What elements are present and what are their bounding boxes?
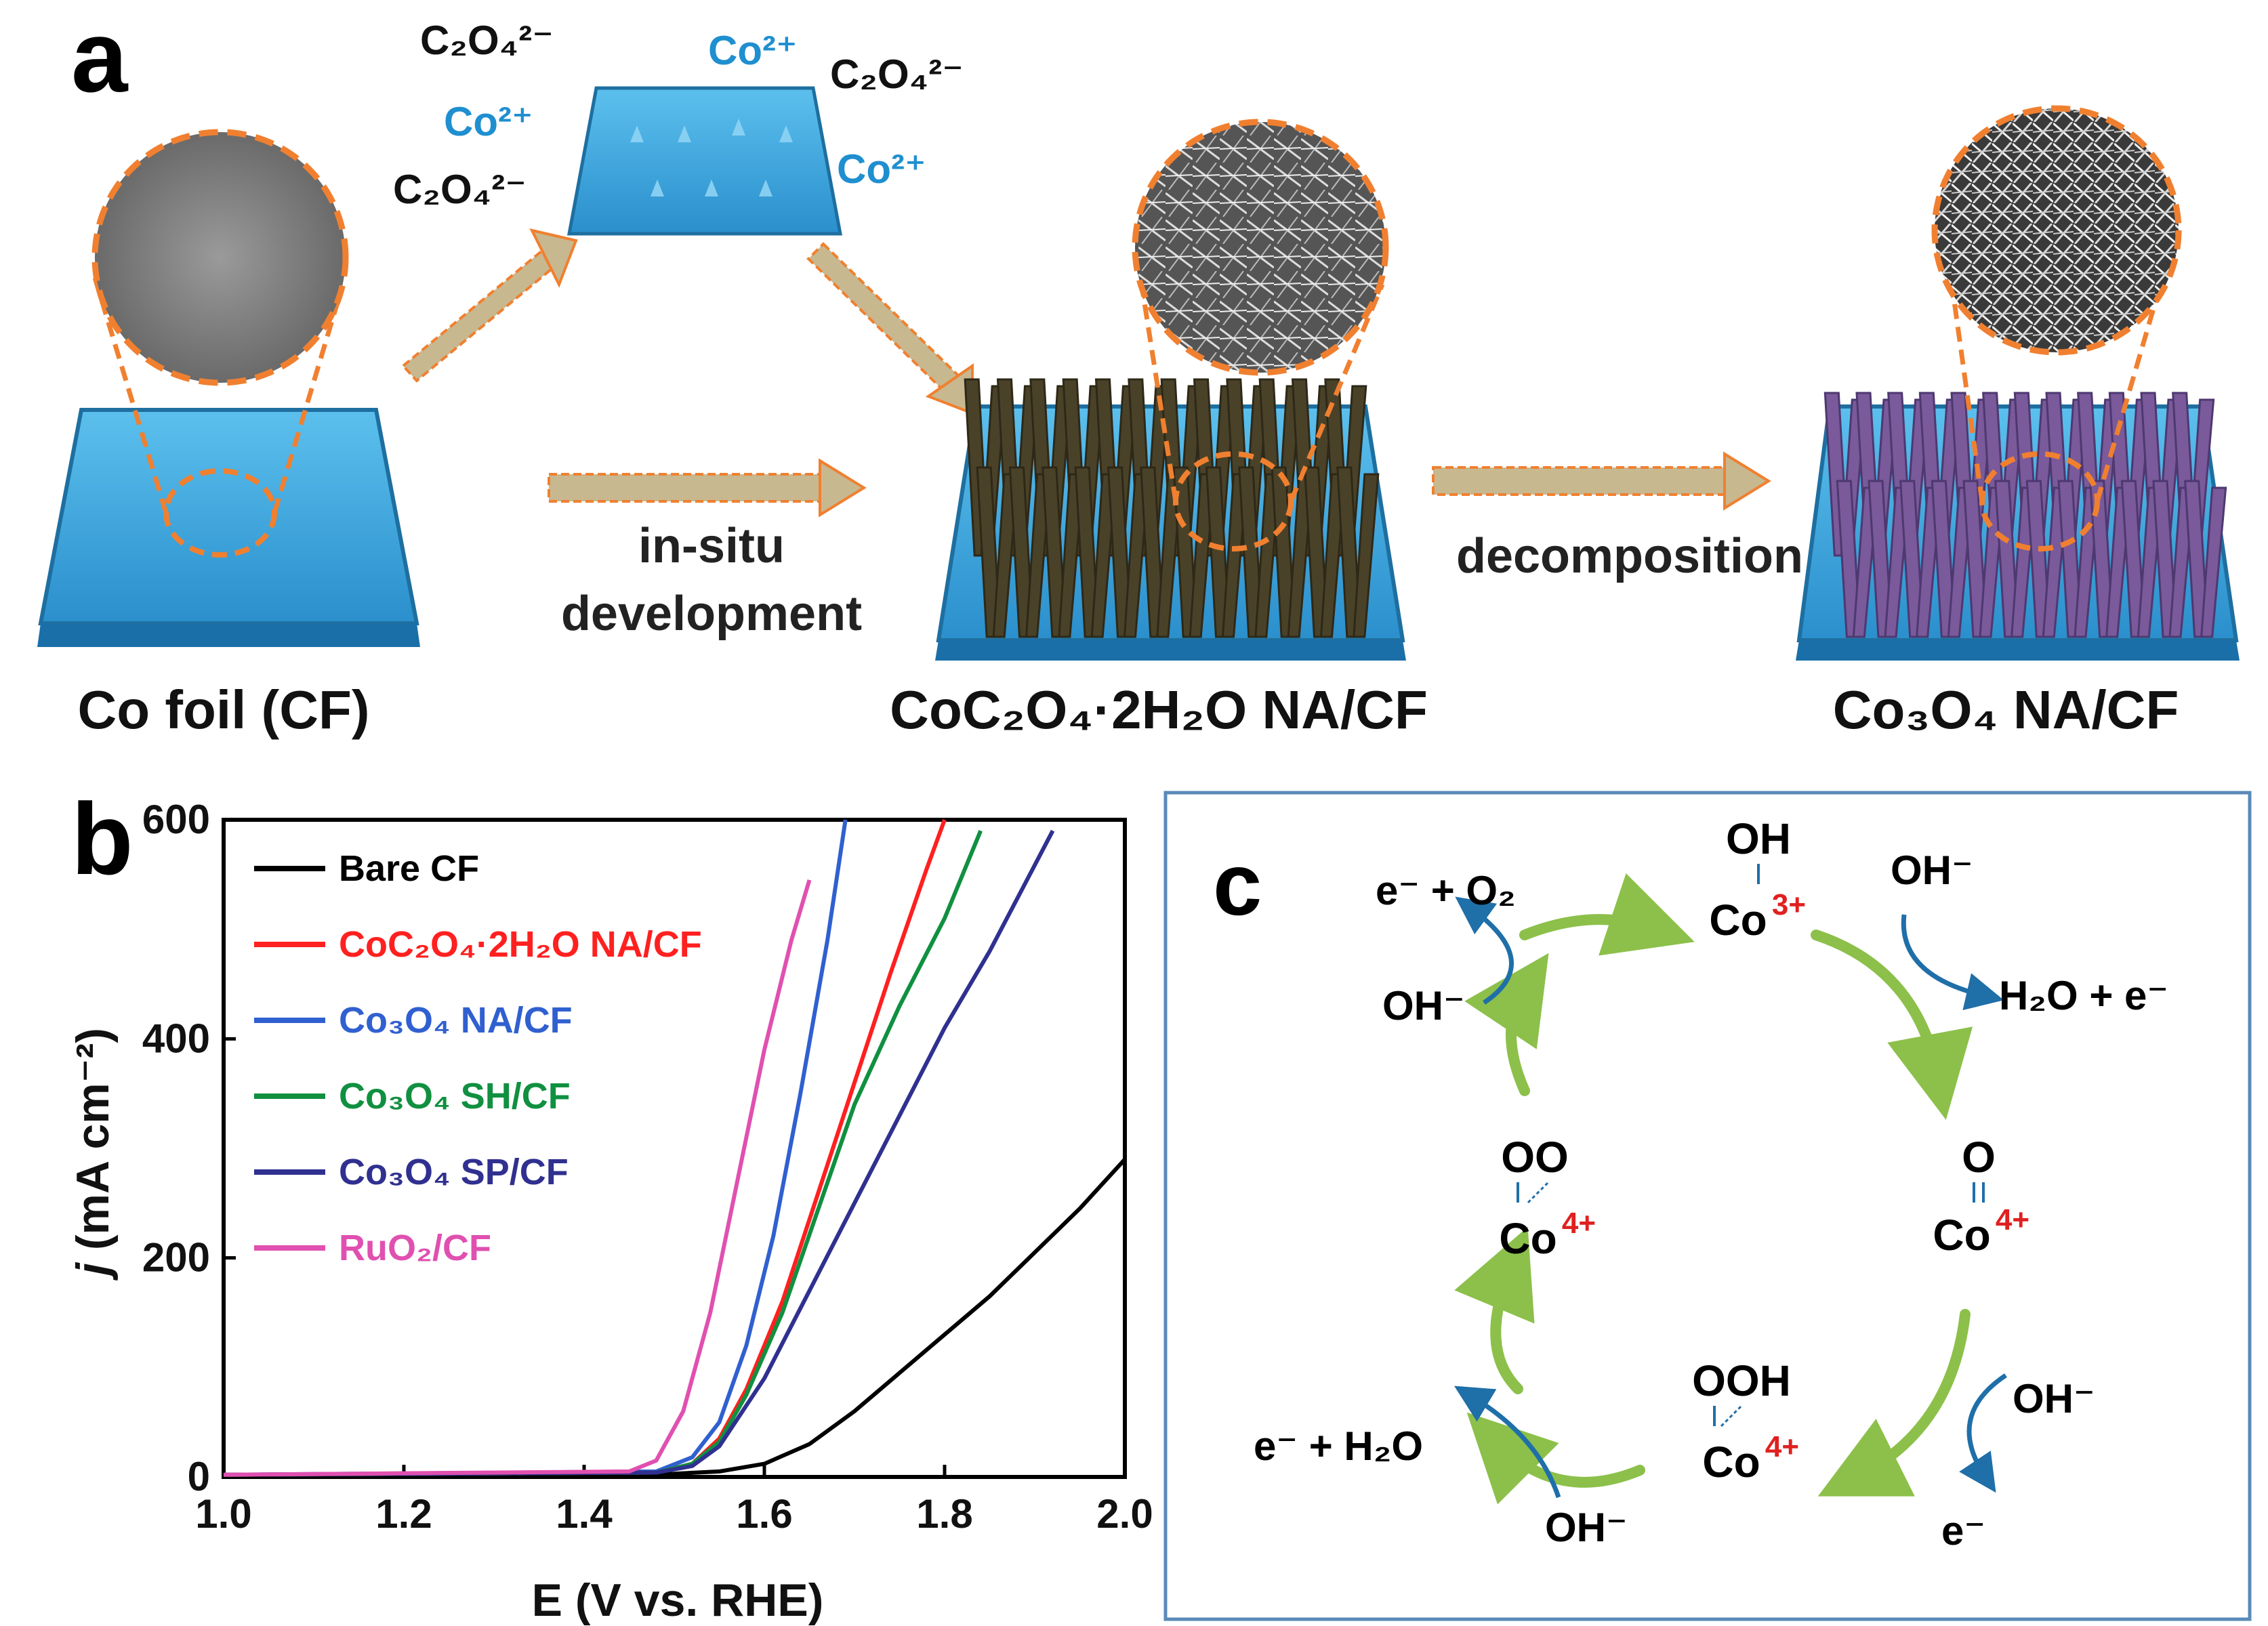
plot-frame bbox=[222, 818, 1127, 1479]
stage1-label: Co foil (CF) bbox=[78, 680, 370, 740]
y-tick-label: 400 bbox=[142, 1016, 210, 1061]
arrow-to-solution bbox=[401, 228, 578, 383]
y-tick-label: 600 bbox=[142, 797, 210, 842]
ion-cobalt-2: Co²⁺ bbox=[444, 99, 533, 144]
chart-curves bbox=[223, 818, 1127, 1477]
oxalate-nanoarray bbox=[935, 378, 1406, 661]
label-h2o-e: H₂O + e⁻ bbox=[1999, 973, 2168, 1018]
x-tick-label: 1.2 bbox=[375, 1491, 432, 1537]
svg-text:Co: Co bbox=[1499, 1214, 1556, 1263]
species-co3-oh: OH Co 3+ bbox=[1709, 814, 1806, 944]
legend-label: Bare CF bbox=[339, 848, 479, 889]
stage3-label: Co₃O₄ NA/CF bbox=[1833, 680, 2179, 740]
series-line bbox=[223, 819, 848, 1477]
svg-text:3+: 3+ bbox=[1772, 888, 1806, 921]
species-co4-oxo: O Co 4+ bbox=[1933, 1133, 2029, 1259]
oxide-nanoarray bbox=[1796, 392, 2240, 661]
label-e-minus: e⁻ bbox=[1941, 1508, 1985, 1554]
svg-text:Co: Co bbox=[1709, 896, 1767, 944]
x-tick-label: 1.4 bbox=[556, 1491, 613, 1537]
arrow-in-situ bbox=[548, 458, 867, 518]
legend-label: RuO₂/CF bbox=[339, 1228, 491, 1268]
species-co4-ooh: OOH Co 4+ bbox=[1692, 1356, 1799, 1486]
step2-text: decomposition bbox=[1456, 529, 1803, 583]
svg-text:Co: Co bbox=[1933, 1211, 1990, 1259]
legend-label: Co₃O₄ SP/CF bbox=[339, 1152, 569, 1192]
ion-cobalt-3: Co²⁺ bbox=[837, 146, 926, 192]
label-oh-top-right: OH⁻ bbox=[1891, 848, 1973, 893]
nanorod bbox=[1353, 473, 1380, 638]
nanorod bbox=[2200, 486, 2227, 638]
panel-a-label: a bbox=[71, 0, 129, 113]
side-reaction-arrows bbox=[1453, 896, 2007, 1499]
y-tick-label: 0 bbox=[188, 1454, 210, 1499]
legend-label: CoC₂O₄·2H₂O NA/CF bbox=[339, 924, 702, 965]
y-tick-label: 200 bbox=[142, 1235, 210, 1280]
axis-ticks: 1.0 1.2 1.4 1.6 1.8 2.0 0 200 400 600 bbox=[142, 797, 1153, 1537]
label-oh-bottom: OH⁻ bbox=[1545, 1505, 1628, 1550]
x-axis-label: E (V vs. RHE) bbox=[532, 1575, 824, 1626]
species-co4-peroxo: OO Co 4+ bbox=[1499, 1133, 1596, 1263]
series-line bbox=[223, 829, 1055, 1477]
solution-trough bbox=[566, 86, 843, 236]
svg-text:4+: 4+ bbox=[1765, 1430, 1799, 1463]
series-line bbox=[223, 1158, 1127, 1477]
series-line bbox=[223, 818, 947, 1477]
label-oh-left: OH⁻ bbox=[1382, 983, 1465, 1028]
sem-zoom-co-foil bbox=[91, 129, 349, 514]
catalytic-cycle-arrows bbox=[1454, 873, 1973, 1505]
step1-text-line1: in-situ bbox=[638, 519, 785, 573]
label-oh-bottom-right: OH⁻ bbox=[2013, 1376, 2095, 1421]
panel-b-label: b bbox=[71, 782, 133, 896]
arrow-to-nanoarray bbox=[806, 242, 974, 415]
svg-text:4+: 4+ bbox=[1562, 1207, 1596, 1240]
chart-legend: Bare CF CoC₂O₄·2H₂O NA/CF Co₃O₄ NA/CF Co₃O₄… bbox=[254, 848, 702, 1268]
panel-c-frame bbox=[1163, 791, 2252, 1621]
svg-text:OOH: OOH bbox=[1692, 1356, 1791, 1405]
x-tick-label: 2.0 bbox=[1096, 1491, 1153, 1537]
y-axis-label: j (mA cm⁻²) bbox=[67, 1028, 119, 1281]
step1-text-line2: development bbox=[561, 587, 862, 641]
legend-label: Co₃O₄ NA/CF bbox=[339, 1000, 573, 1041]
legend-label: Co₃O₄ SH/CF bbox=[339, 1076, 571, 1117]
arrow-decomposition bbox=[1432, 451, 1771, 511]
svg-text:O: O bbox=[1962, 1133, 1996, 1182]
ion-cobalt-1: Co²⁺ bbox=[708, 28, 798, 73]
sem-zoom-oxalate bbox=[1132, 119, 1389, 503]
svg-text:OO: OO bbox=[1501, 1133, 1569, 1182]
x-tick-label: 1.0 bbox=[195, 1491, 251, 1537]
ion-oxalate-3: C₂O₄²⁻ bbox=[393, 167, 527, 212]
svg-text:4+: 4+ bbox=[1996, 1203, 2029, 1236]
svg-text:Co: Co bbox=[1702, 1438, 1760, 1486]
stage2-label: CoC₂O₄·2H₂O NA/CF bbox=[890, 680, 1428, 740]
ion-oxalate-1: C₂O₄²⁻ bbox=[420, 18, 554, 63]
series-line bbox=[223, 879, 812, 1477]
label-e-o2: e⁻ + O₂ bbox=[1376, 868, 1516, 913]
ion-oxalate-2: C₂O₄²⁻ bbox=[830, 51, 964, 97]
panel-c-label: c bbox=[1213, 835, 1262, 934]
x-tick-label: 1.6 bbox=[736, 1491, 792, 1537]
co-foil-substrate bbox=[37, 408, 420, 647]
chart-b: 1.0 1.2 1.4 1.6 1.8 2.0 0 200 400 600 Bare CF CoC₂… bbox=[67, 797, 1153, 1626]
label-e-h2o: e⁻ + H₂O bbox=[1254, 1423, 1423, 1469]
x-tick-label: 1.8 bbox=[916, 1491, 972, 1537]
svg-text:OH: OH bbox=[1726, 814, 1791, 863]
sem-zoom-oxide bbox=[1931, 105, 2182, 502]
